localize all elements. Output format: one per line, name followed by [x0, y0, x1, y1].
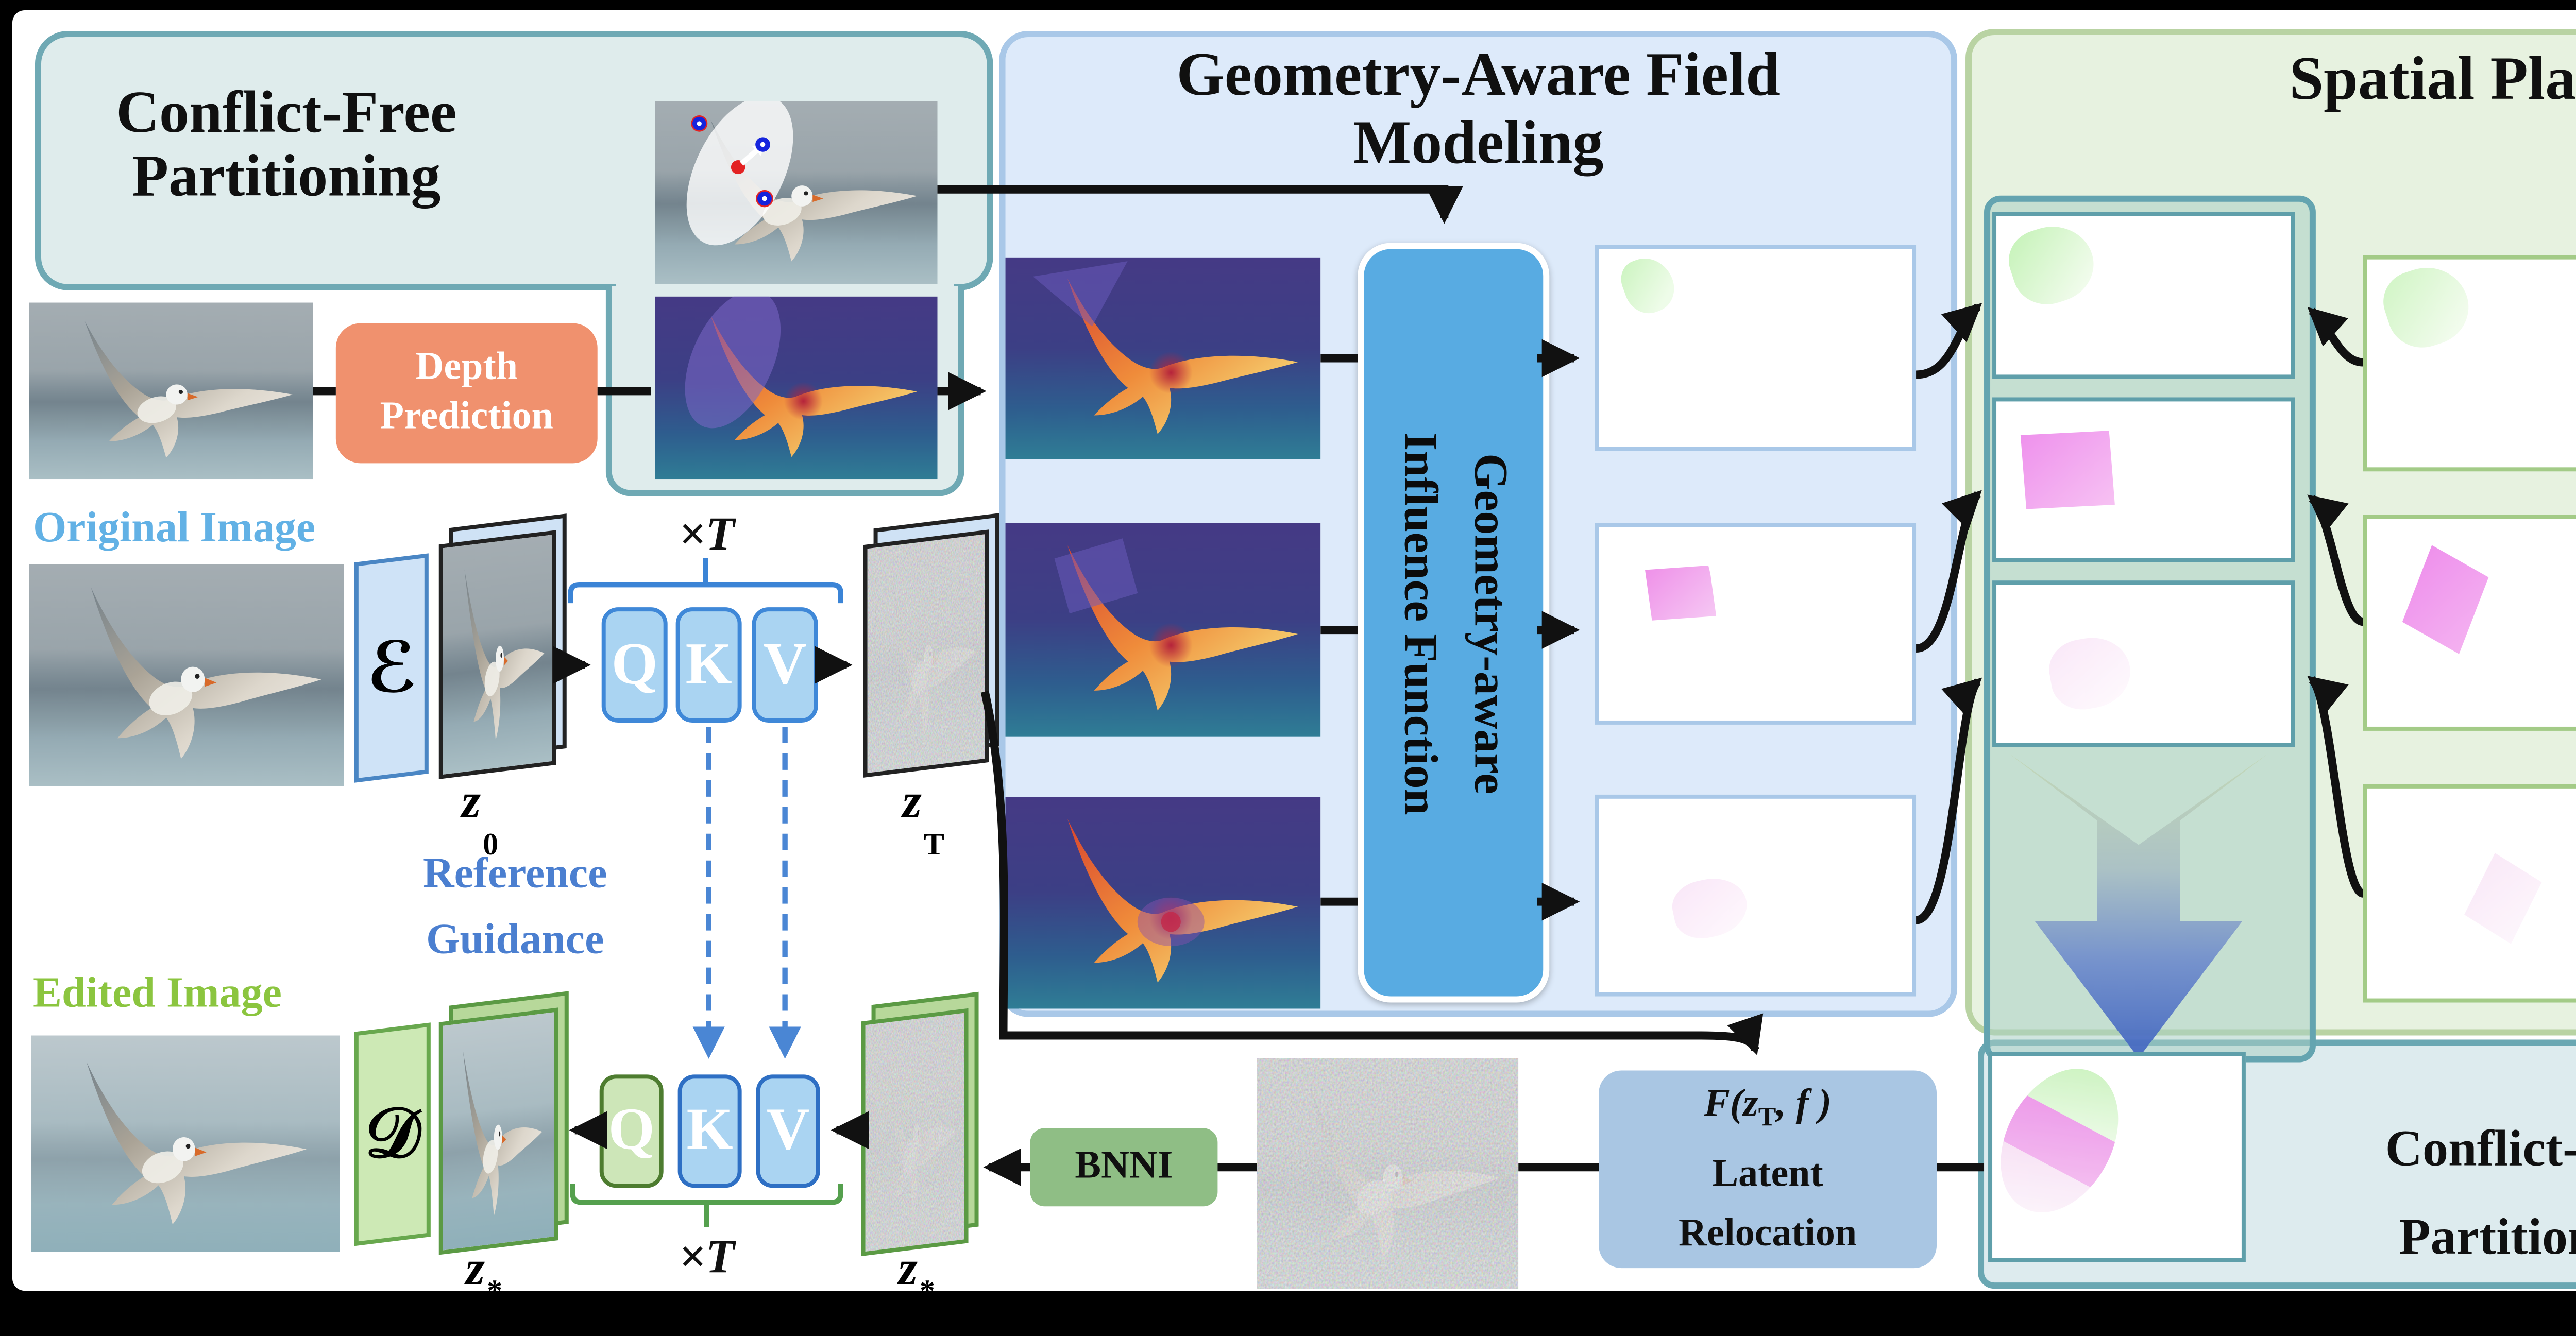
geo-depth-photo-3 — [1006, 797, 1321, 1009]
relocation-line2: Relocation — [1679, 1213, 1857, 1257]
times-T-top: ×T — [679, 508, 735, 560]
plane-field-box-2 — [2363, 515, 2576, 731]
decoder-trapezoid: 𝒟 — [354, 1022, 431, 1246]
geometry-influence-line2: Influence Function — [1394, 431, 1446, 814]
encoder-trapezoid: ℰ — [354, 553, 429, 783]
cfp-title-line1: Conflict-Free — [116, 80, 457, 146]
bottom-cfp-title: Conflict-Free Partitioning — [2262, 1105, 2576, 1282]
attn-bottom-q: Q — [599, 1074, 664, 1188]
modulated-field-box-1 — [1992, 212, 2295, 379]
relocated-field-box — [1988, 1052, 2246, 1262]
encoder-glyph: ℰ — [366, 627, 417, 709]
original-image-label: Original Image — [32, 502, 316, 552]
attn-top-v: V — [752, 607, 818, 723]
geo-field-box-3 — [1595, 794, 1917, 997]
bnni-box: BNNI — [1030, 1128, 1218, 1207]
latent-z0-panel — [438, 513, 567, 779]
attn-bottom-k: K — [677, 1074, 742, 1188]
noisy-latent-photo — [1257, 1058, 1518, 1289]
geo-depth-photo-1 — [1006, 258, 1321, 459]
reference-guidance-line1: Reference — [422, 848, 607, 898]
modulated-field-box-2 — [1992, 397, 2295, 562]
geometry-title-line1: Geometry-Aware Field — [1176, 41, 1781, 109]
geometry-title: Geometry-Aware Field Modeling — [1010, 41, 1947, 177]
depth-prediction-line2: Prediction — [380, 395, 553, 439]
depth-prediction-line1: Depth — [415, 346, 518, 389]
bottom-cfp-title-line1: Conflict-Free — [2385, 1122, 2576, 1178]
reference-guidance-label: Reference Guidance — [383, 840, 647, 972]
relocation-line1: Latent — [1712, 1153, 1823, 1197]
attn-top-k: K — [675, 607, 742, 723]
attn-top-q: Q — [601, 607, 668, 723]
latent-relocation-box: F(zT, f ) Latent Relocation — [1599, 1070, 1937, 1269]
geo-field-box-1 — [1595, 245, 1917, 451]
geometry-influence-function-box: Geometry-aware Influence Function — [1358, 243, 1550, 1003]
cfp-title: Conflict-Free Partitioning — [62, 80, 511, 210]
depth-map-photo — [655, 296, 938, 480]
geo-field-box-2 — [1595, 523, 1917, 725]
bottom-cfp-title-line2: Partitioning — [2399, 1210, 2576, 1266]
plane-field-box-3 — [2363, 784, 2576, 1003]
relocation-formula: F(zT, f ) — [1704, 1082, 1832, 1131]
zT-star-label: z*T — [898, 1243, 940, 1334]
depth-prediction-box: Depth Prediction — [335, 323, 598, 464]
times-T-bottom: ×T — [679, 1231, 735, 1283]
plane-field-box-1 — [2363, 255, 2576, 472]
edited-image-label: Edited Image — [32, 967, 282, 1017]
reference-guidance-line2: Guidance — [426, 914, 604, 964]
edited-image-photo — [31, 1035, 340, 1252]
geometry-influence-line1: Geometry-aware — [1464, 452, 1516, 794]
original-image-photo — [29, 564, 344, 786]
input-bird-photo — [29, 303, 313, 480]
latent-z0-star-panel — [438, 991, 569, 1255]
spatial-title: Spatial Plane Modulation — [2289, 45, 2576, 113]
z0-star-label: z*0 — [465, 1243, 503, 1334]
modulated-field-box-3 — [1992, 580, 2295, 747]
decoder-glyph: 𝒟 — [364, 1093, 421, 1176]
geometry-title-line2: Modeling — [1352, 109, 1604, 177]
partitioned-bird-photo — [655, 100, 938, 284]
geo-depth-photo-2 — [1006, 523, 1321, 737]
attn-bottom-v: V — [756, 1074, 820, 1188]
cfp-title-line2: Partitioning — [132, 144, 441, 210]
latent-zT-star-panel — [861, 991, 978, 1256]
latent-zT-panel — [863, 513, 1001, 778]
